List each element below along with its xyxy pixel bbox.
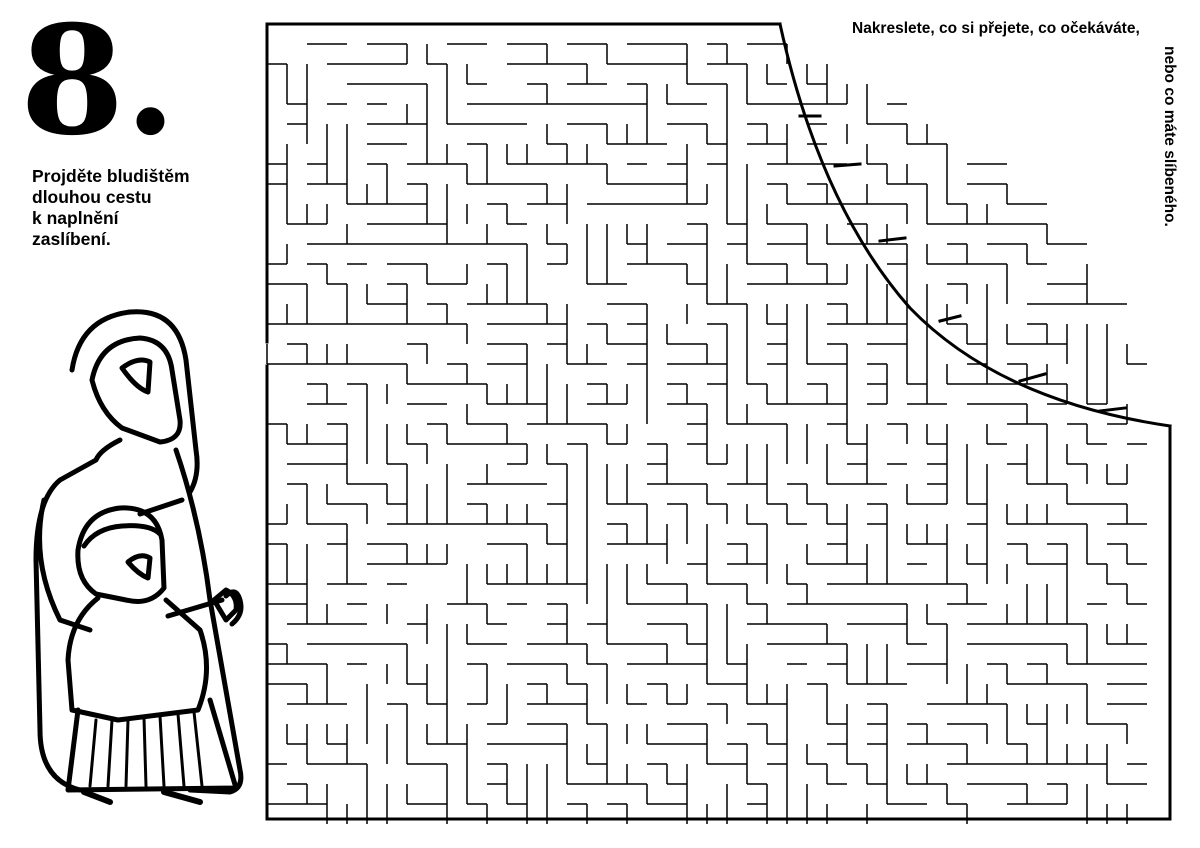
instruction-line-4: zaslíbení. [32,229,111,249]
child-body [65,595,209,723]
drawing-prompt-side: nebo co máte slíbeného. [1161,46,1178,227]
adult-robe [33,437,123,793]
maze-wall-segments [266,43,1147,824]
child-eye [125,553,153,581]
instruction-line-3: k naplnění [32,208,119,228]
child-cap-strap [137,497,185,517]
instruction-line-2: dlouhou cestu [32,187,152,207]
adult-hood [69,309,200,495]
feet [81,789,203,805]
labyrinth-maze[interactable] [260,16,1180,826]
adult-staff [211,587,239,623]
adult-face [89,335,183,445]
child-arm [165,597,225,619]
adult-robe-right [173,447,244,795]
child-head [75,505,167,604]
maze-curved-edge [778,22,1172,428]
instructions: Projděte bludištěm dlouhou cestu k napln… [32,166,190,250]
adult-eye [119,357,153,395]
maze-walls [266,43,1147,824]
adult-hand [223,589,244,627]
instruction-line-1: Projděte bludištěm [32,166,190,186]
chapter-number: 8. [20,0,177,169]
drawing-prompt-top: Nakreslete, co si přejete, co očekáváte, [852,20,1140,37]
child-skirt [65,697,239,793]
child-cap [81,523,163,549]
figures-illustration [33,309,244,805]
adult-sleeve [37,497,93,633]
